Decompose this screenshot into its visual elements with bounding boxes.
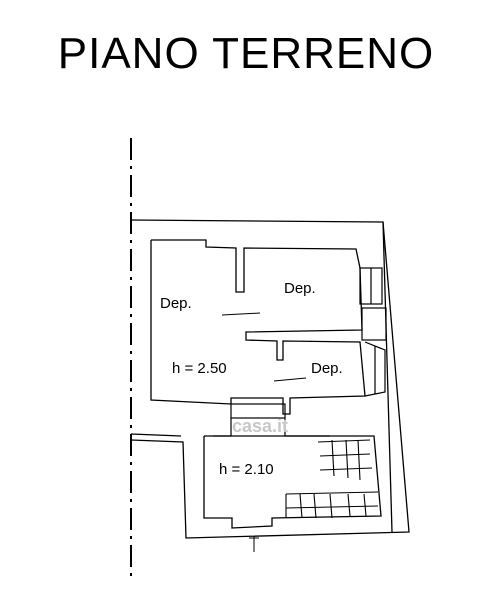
- room-label-dep-top-right: Dep.: [284, 280, 316, 297]
- lower-room-walls: [203, 435, 382, 529]
- height-label-upper: h = 2.50: [172, 360, 227, 377]
- level-marks: [221, 312, 307, 552]
- upper-rooms-walls: [150, 239, 366, 415]
- height-label-lower: h = 2.10: [219, 461, 274, 478]
- watermark-logo: casa.it: [232, 416, 288, 436]
- room-label-dep-left: Dep.: [160, 295, 192, 312]
- plan-title: PIANO TERRENO: [58, 29, 434, 78]
- outer-walls: [130, 219, 410, 539]
- right-openings: [359, 267, 387, 397]
- staircase: [285, 439, 379, 519]
- room-label-dep-middle: Dep.: [311, 360, 343, 377]
